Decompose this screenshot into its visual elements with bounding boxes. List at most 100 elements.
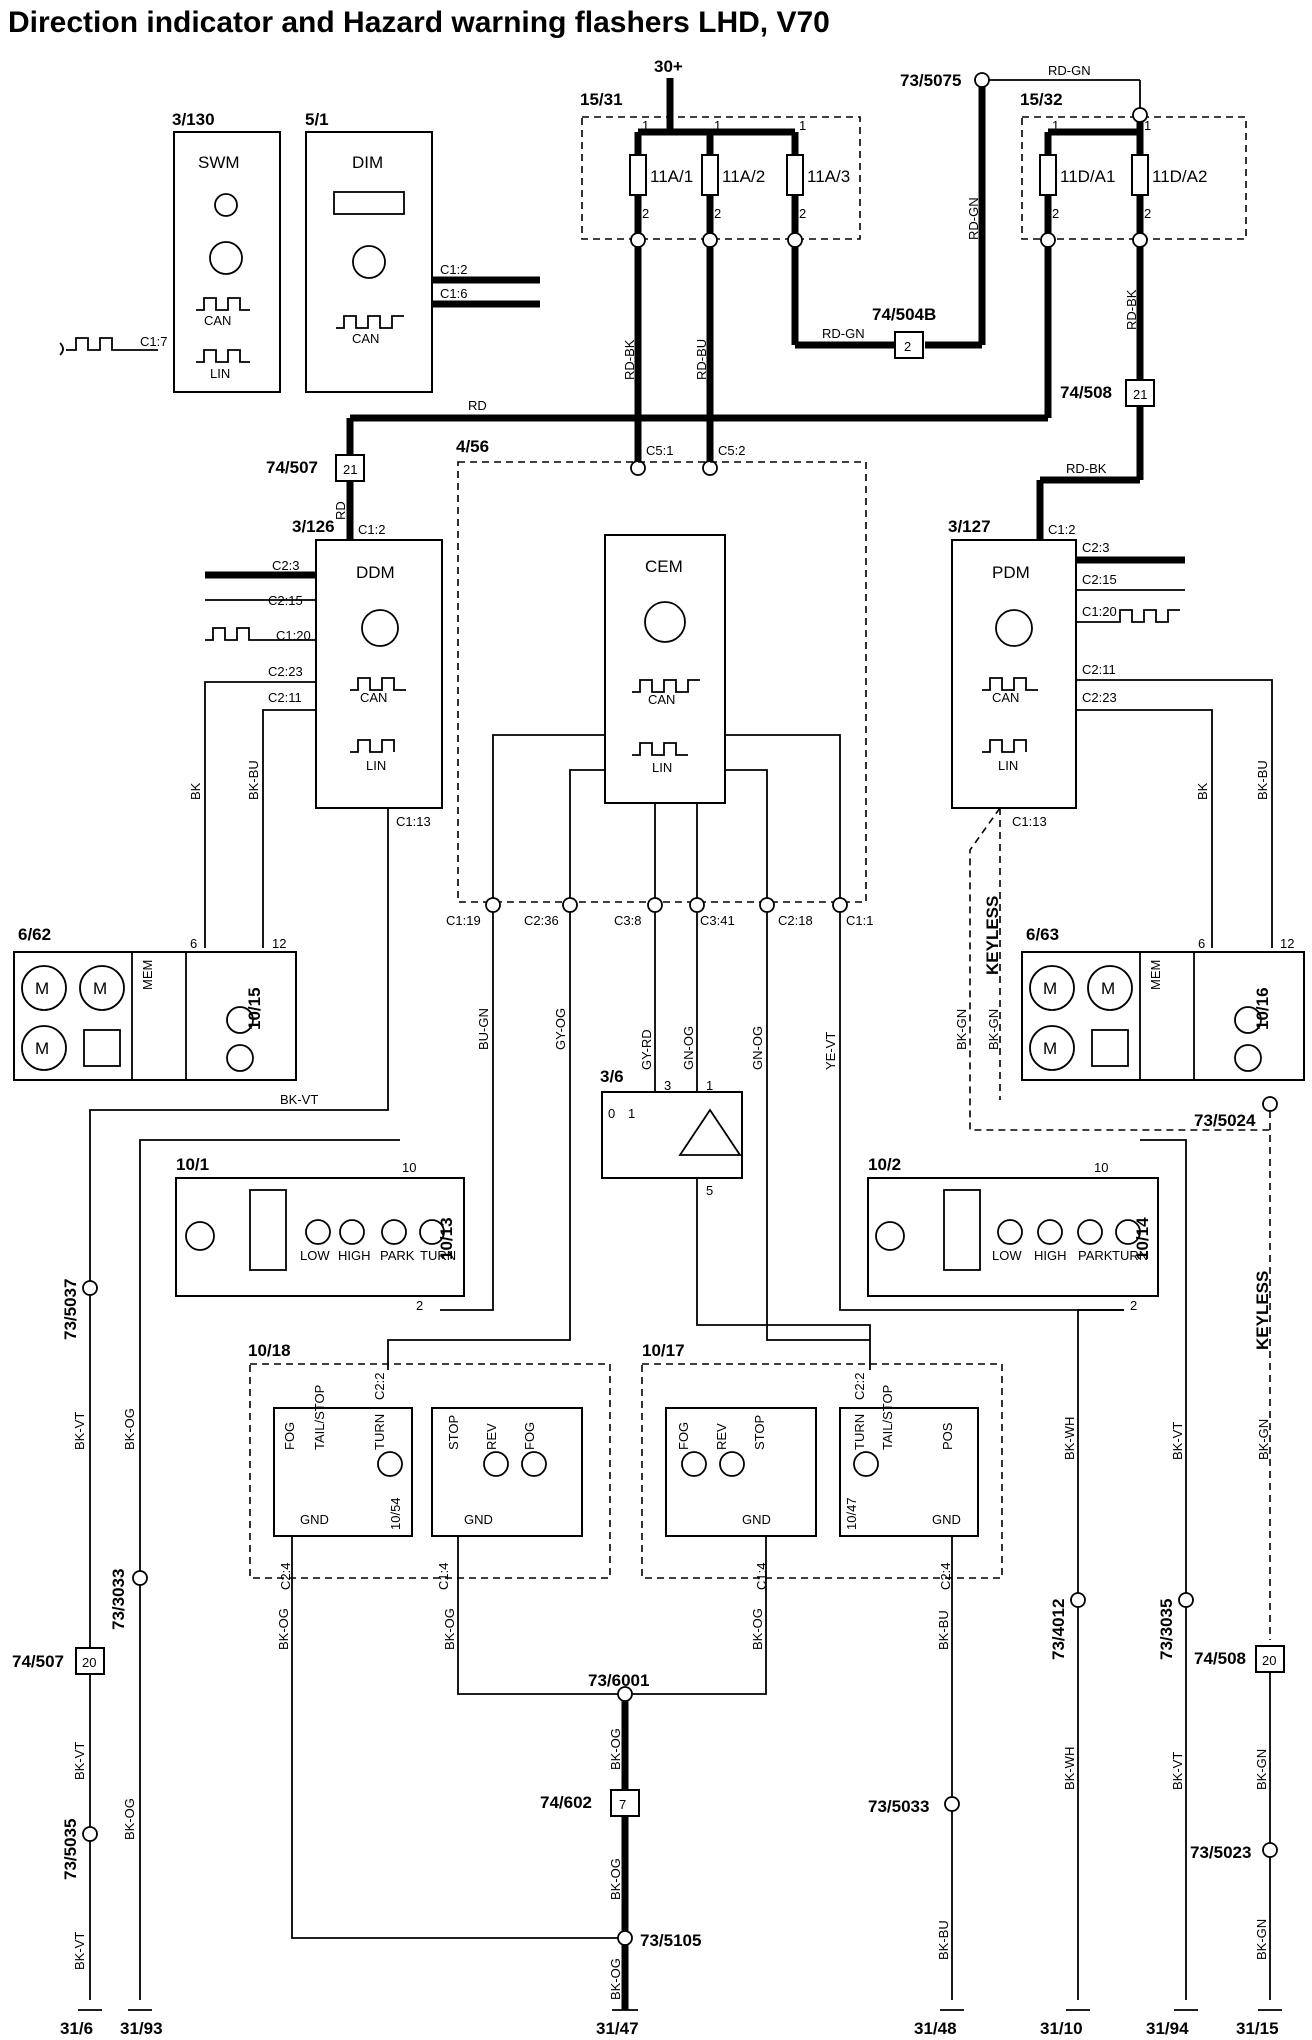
cem-id: 4/56	[456, 437, 489, 456]
svg-text:BK-OG: BK-OG	[608, 1728, 623, 1770]
dim-name: DIM	[352, 153, 383, 172]
svg-text:GN-OG: GN-OG	[750, 1026, 765, 1070]
svg-text:BK-OG: BK-OG	[608, 1858, 623, 1900]
headlamp-right-indicator: 10/14	[1133, 1217, 1152, 1260]
splice-5037: 73/5037	[61, 1279, 80, 1340]
svg-text:CAN: CAN	[992, 690, 1019, 705]
svg-text:C1:19: C1:19	[446, 913, 481, 928]
ecu-icon	[995, 609, 1033, 647]
svg-text:1: 1	[1052, 118, 1059, 133]
svg-text:2: 2	[799, 206, 806, 221]
splice-507-a: 74/507	[266, 458, 318, 477]
svg-text:CAN: CAN	[352, 331, 379, 346]
svg-text:GND: GND	[300, 1512, 329, 1527]
svg-text:MEM: MEM	[140, 960, 155, 990]
svg-text:REV: REV	[714, 1423, 729, 1450]
svg-text:2: 2	[642, 206, 649, 221]
svg-text:BK-OG: BK-OG	[122, 1798, 137, 1840]
ddm-name: DDM	[356, 563, 395, 582]
svg-text:BK: BK	[1195, 782, 1210, 800]
fuse-box-left	[581, 116, 861, 240]
svg-text:BK-VT: BK-VT	[72, 1932, 87, 1970]
rear-right-outline	[641, 1363, 1003, 1579]
svg-text:C3:8: C3:8	[614, 913, 641, 928]
svg-text:TAIL/STOP: TAIL/STOP	[880, 1385, 895, 1450]
svg-text:GND: GND	[464, 1512, 493, 1527]
svg-text:10/54: 10/54	[388, 1497, 403, 1530]
svg-text:BK-VT: BK-VT	[280, 1092, 318, 1107]
svg-text:BK-GN: BK-GN	[986, 1009, 1001, 1050]
cem-name: CEM	[645, 557, 683, 576]
splice-507-b: 74/507	[12, 1652, 64, 1671]
svg-text:BK-GN: BK-GN	[954, 1009, 969, 1050]
mirror-left-indicator: 10/15	[245, 987, 264, 1030]
svg-text:KEYLESS: KEYLESS	[983, 896, 1002, 975]
svg-text:BK-VT: BK-VT	[1170, 1752, 1185, 1790]
ddm-module	[315, 539, 443, 809]
ground-31-93: 31/93	[120, 2019, 163, 2038]
motor-icon	[1087, 965, 1133, 1011]
ground-31-47: 31/47	[596, 2019, 639, 2038]
svg-text:TURN: TURN	[420, 1248, 456, 1263]
hazard-switch[interactable]	[601, 1091, 743, 1179]
svg-text:BK-OG: BK-OG	[750, 1608, 765, 1650]
svg-text:GN-OG: GN-OG	[681, 1026, 696, 1070]
power-label: 30+	[654, 57, 683, 76]
svg-text:C2:23: C2:23	[1082, 690, 1117, 705]
splice-508-b: 74/508	[1194, 1649, 1246, 1668]
svg-text:HIGH: HIGH	[338, 1248, 371, 1263]
svg-text:FOG: FOG	[676, 1422, 691, 1450]
svg-text:10/47: 10/47	[844, 1497, 859, 1530]
fuse-11a2: 11A/2	[722, 167, 765, 186]
svg-text:CAN: CAN	[648, 692, 675, 707]
svg-text:C1:6: C1:6	[440, 286, 467, 301]
svg-text:C2:15: C2:15	[268, 593, 303, 608]
svg-text:CAN: CAN	[360, 690, 387, 705]
svg-text:6: 6	[190, 936, 197, 951]
svg-text:C1:7: C1:7	[140, 334, 167, 349]
svg-text:C2:4: C2:4	[278, 1563, 293, 1590]
motor-icon	[21, 965, 67, 1011]
svg-text:LIN: LIN	[210, 366, 230, 381]
svg-text:BK-VT: BK-VT	[72, 1742, 87, 1780]
svg-text:2: 2	[1130, 1298, 1137, 1313]
svg-text:BK-GN: BK-GN	[1256, 1419, 1271, 1460]
svg-text:C1:2: C1:2	[440, 262, 467, 277]
svg-text:C1:13: C1:13	[396, 814, 431, 829]
svg-text:2: 2	[1144, 206, 1151, 221]
svg-text:LOW: LOW	[300, 1248, 330, 1263]
svg-text:1: 1	[799, 118, 806, 133]
motor-icon	[79, 965, 125, 1011]
svg-text:M: M	[1043, 979, 1057, 998]
svg-text:C2:23: C2:23	[268, 664, 303, 679]
svg-text:12: 12	[1280, 936, 1294, 951]
svg-text:C2:2: C2:2	[852, 1373, 867, 1400]
pdm-name: PDM	[992, 563, 1030, 582]
hazard-switch-id: 3/6	[600, 1067, 624, 1086]
svg-text:C5:1: C5:1	[646, 443, 673, 458]
svg-text:YE-VT: YE-VT	[823, 1032, 838, 1070]
svg-text:POS: POS	[940, 1422, 955, 1450]
svg-text:C2:11: C2:11	[1082, 662, 1116, 677]
svg-text:2: 2	[416, 1298, 423, 1313]
svg-text:BK-OG: BK-OG	[276, 1608, 291, 1650]
svg-text:10: 10	[402, 1160, 416, 1175]
fuse-11da2: 11D/A2	[1152, 167, 1207, 186]
splice-602: 74/602	[540, 1793, 592, 1812]
svg-text:TAIL/STOP: TAIL/STOP	[312, 1385, 327, 1450]
svg-text:BK-OG: BK-OG	[122, 1408, 137, 1450]
svg-text:C2:3: C2:3	[1082, 540, 1109, 555]
svg-text:HIGH: HIGH	[1034, 1248, 1067, 1263]
svg-text:C2:11: C2:11	[268, 690, 302, 705]
pdm-module	[951, 539, 1077, 809]
ground-31-6: 31/6	[60, 2019, 93, 2038]
mirror-left-id: 6/62	[18, 925, 51, 944]
headlamp-left-indicator: 10/13	[437, 1217, 456, 1260]
svg-text:BK-BU: BK-BU	[936, 1920, 951, 1960]
motor-icon	[21, 1025, 67, 1071]
page-title: Direction indicator and Hazard warning f…	[8, 6, 830, 39]
headlamp-left	[175, 1177, 465, 1297]
svg-text:RD-BK: RD-BK	[1066, 461, 1107, 476]
svg-text:M: M	[35, 1039, 49, 1058]
svg-text:2: 2	[714, 206, 721, 221]
